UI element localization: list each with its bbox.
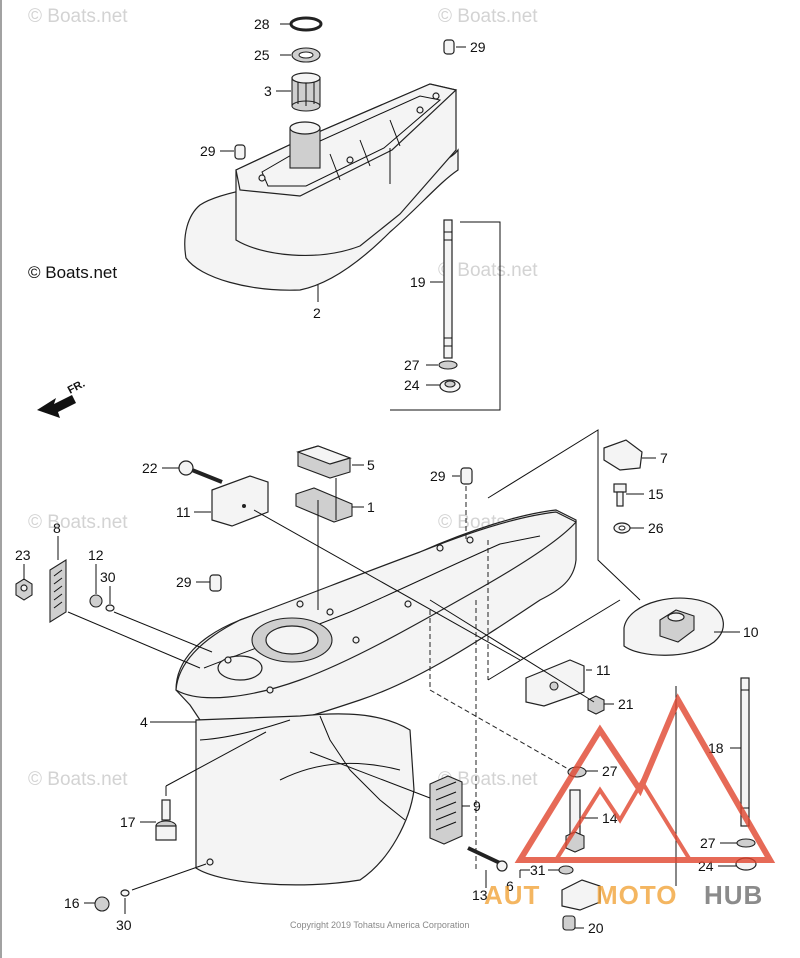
label-part-31: 31	[530, 862, 546, 878]
label-part-27: 27	[404, 357, 420, 373]
label-part-26: 26	[648, 520, 664, 536]
label-part-10: 10	[743, 624, 759, 640]
label-part-15: 15	[648, 486, 664, 502]
dowel-pin-part-29	[209, 574, 222, 592]
label-part-29: 29	[200, 143, 216, 159]
cap-part-7	[603, 439, 643, 471]
label-part-19: 19	[410, 274, 426, 290]
plug-part-12	[89, 594, 103, 608]
part-number-labels: 28 25 3 29 29 2 19 27 24 22 5 1 11 29 7 …	[15, 16, 759, 936]
dowel-pin-part-29	[234, 144, 246, 160]
label-part-11: 11	[176, 504, 191, 520]
washer-part-30	[105, 604, 115, 612]
washer-part-31	[558, 865, 574, 875]
block-part-11	[211, 475, 269, 527]
watermark: © Boats.net	[438, 260, 538, 281]
bolt-part-13	[467, 846, 508, 872]
washer-part-27	[438, 360, 458, 370]
bearing-part-3	[291, 72, 321, 112]
label-part-18: 18	[708, 740, 724, 756]
washer-part-26	[613, 522, 631, 534]
footer-copyright: Copyright 2019 Tohatsu America Corporati…	[290, 920, 469, 930]
label-part-5: 5	[367, 457, 375, 473]
label-part-11: 11	[596, 662, 611, 678]
label-part-4: 4	[140, 714, 148, 730]
watermark: © Boats.net	[438, 6, 538, 27]
label-part-17: 17	[120, 814, 136, 830]
water-screen-part-9	[429, 775, 463, 845]
nut-part-23	[15, 578, 33, 601]
bolt-part-17	[155, 799, 177, 841]
brand-moto: MOTO	[596, 880, 678, 910]
label-part-29: 29	[176, 574, 192, 590]
label-part-13: 13	[472, 887, 488, 903]
label-part-16: 16	[64, 895, 80, 911]
label-part-25: 25	[254, 47, 270, 63]
plug-part-16	[94, 896, 110, 912]
copyright-mark: © Boats.net	[28, 263, 117, 282]
trim-anode-part-10	[623, 597, 724, 656]
washer-part-30	[120, 889, 130, 897]
circlip-part-28	[289, 16, 323, 32]
gear-case-lower-part-4	[175, 509, 577, 886]
stud-bolt-part-18	[740, 677, 750, 827]
label-part-8: 8	[53, 520, 61, 536]
label-part-22: 22	[142, 460, 158, 476]
watermark: © Boats.net	[28, 6, 128, 27]
label-part-20: 20	[588, 920, 604, 936]
dowel-pin-part-29	[443, 39, 455, 55]
anode-part-5	[296, 445, 352, 479]
stud-bolt-part-19	[443, 219, 453, 359]
dashed-guide-lines	[429, 429, 677, 886]
label-part-27: 27	[602, 763, 618, 779]
label-part-21: 21	[618, 696, 634, 712]
block-part-11	[525, 659, 585, 707]
screw-part-20	[562, 915, 576, 931]
label-part-30: 30	[116, 917, 132, 933]
watermark: © Boats.net	[28, 769, 128, 790]
front-label: FR.	[66, 378, 87, 397]
plate-part-1	[295, 487, 353, 523]
label-part-23: 23	[15, 547, 31, 563]
bolt-part-15	[613, 483, 627, 507]
label-part-24: 24	[404, 377, 420, 393]
label-part-6: 6	[506, 878, 514, 894]
dowel-pin-part-29	[460, 467, 473, 485]
label-part-29: 29	[470, 39, 486, 55]
brand-auto: AUT	[484, 880, 540, 910]
label-part-1: 1	[367, 499, 375, 515]
washer-part-27	[736, 838, 756, 848]
label-part-27: 27	[700, 835, 716, 851]
label-part-7: 7	[660, 450, 668, 466]
washer-part-25	[291, 47, 321, 63]
label-part-12: 12	[88, 547, 104, 563]
label-part-3: 3	[264, 83, 272, 99]
nut-part-24	[439, 379, 461, 393]
bracket-part-6	[561, 879, 601, 911]
group-bracket	[390, 221, 501, 411]
nut-part-21	[587, 695, 605, 715]
bolt-part-22	[178, 460, 223, 484]
label-part-30: 30	[100, 569, 116, 585]
watermark: © Boats.net	[28, 512, 128, 533]
label-part-9: 9	[473, 798, 481, 814]
brand-hub: HUB	[704, 880, 763, 910]
leader-lines	[23, 23, 741, 929]
front-direction-arrow: FR.	[37, 378, 87, 418]
water-screen-part-8	[49, 559, 67, 623]
automotohub-logo: AUT MOTO HUB	[484, 693, 776, 910]
label-part-2: 2	[313, 305, 321, 321]
label-part-28: 28	[254, 16, 270, 32]
label-part-29: 29	[430, 468, 446, 484]
gear-case-upper-part-2	[184, 83, 459, 291]
watermark: © Boats.net	[438, 769, 538, 790]
